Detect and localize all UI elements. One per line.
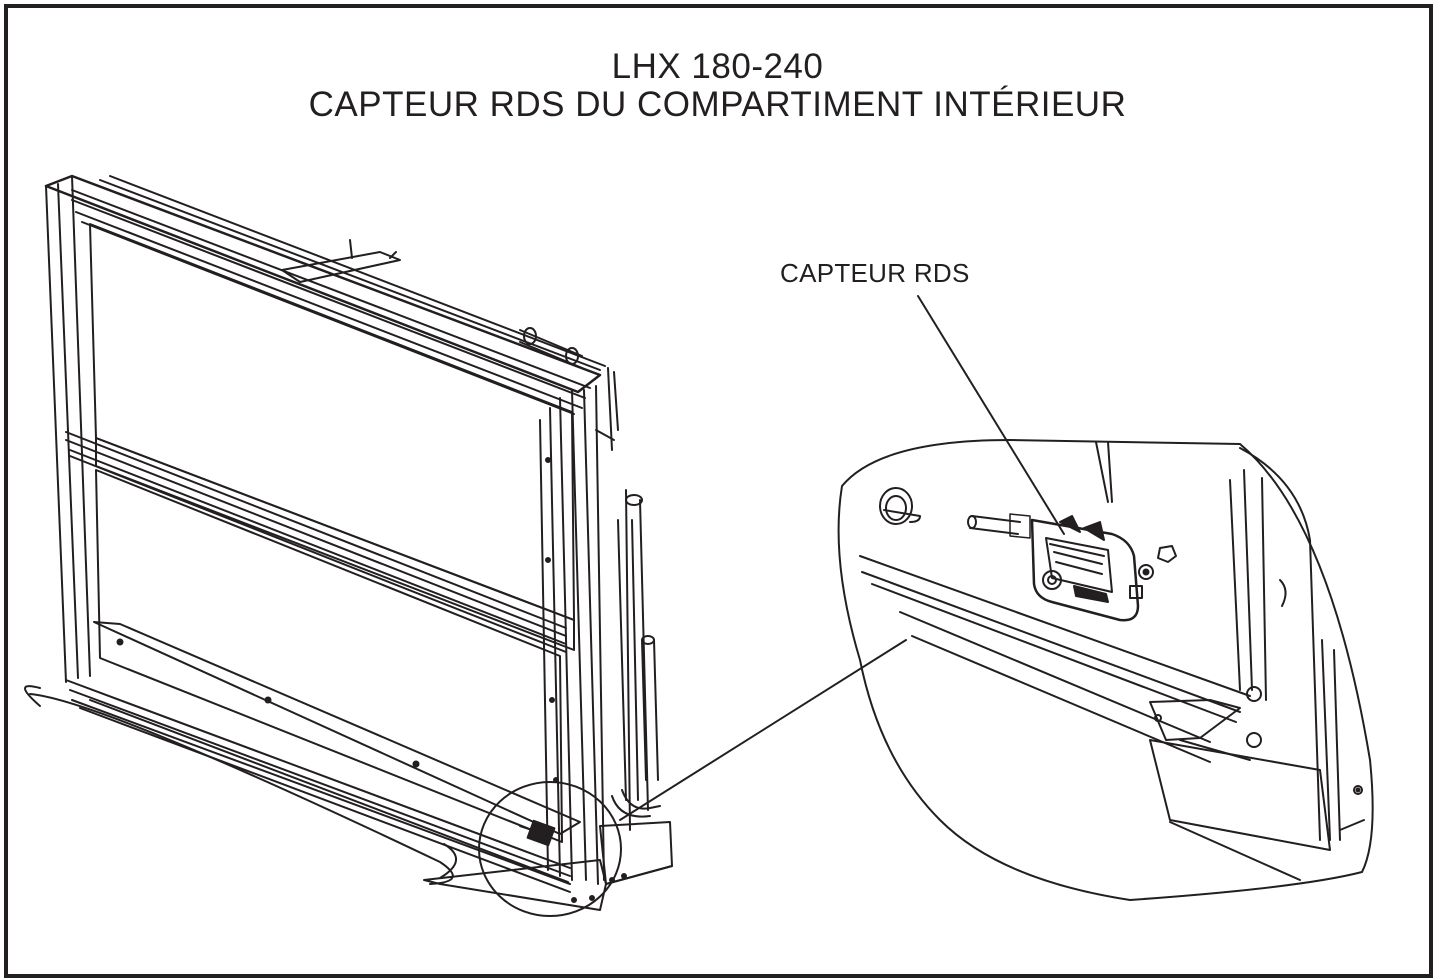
title-description: CAPTEUR RDS DU COMPARTIMENT INTÉRIEUR xyxy=(308,85,1127,124)
callout-leader-line xyxy=(917,295,1065,535)
title-model: LHX 180-240 xyxy=(611,47,824,86)
detail-view xyxy=(837,439,1374,901)
detail-magnifier-circle xyxy=(478,781,622,917)
drawing-border xyxy=(4,4,1433,978)
rds-sensor xyxy=(1030,515,1154,622)
coil-frame-assembly xyxy=(24,174,673,911)
detail-leader-line xyxy=(619,639,907,821)
drawing-title: LHX 180-240 CAPTEUR RDS DU COMPARTIMENT … xyxy=(0,48,1435,124)
callout-label: CAPTEUR RDS xyxy=(780,258,970,288)
